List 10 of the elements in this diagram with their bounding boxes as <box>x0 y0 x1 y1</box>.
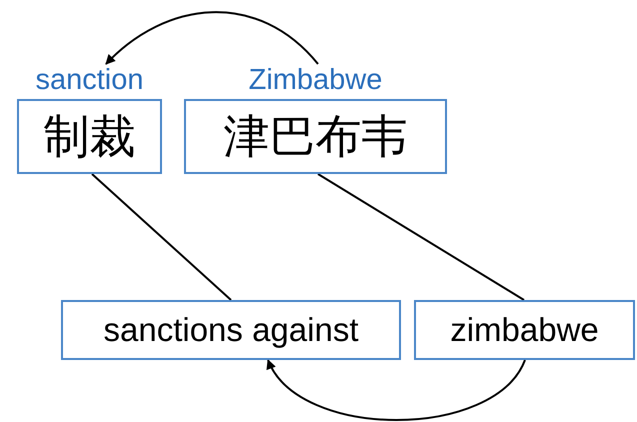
translation-label: sanction <box>34 64 144 96</box>
connector-line <box>91 173 232 301</box>
phrase-box: zimbabwe <box>414 300 635 360</box>
connector-line <box>317 173 525 301</box>
curved-arrow <box>267 359 526 421</box>
phrase-box: sanctions against <box>61 300 401 360</box>
curved-arrow <box>105 11 319 65</box>
translation-label: Zimbabwe <box>248 64 384 96</box>
term-box: 津巴布韦 <box>184 99 447 174</box>
term-box: 制裁 <box>17 99 162 174</box>
